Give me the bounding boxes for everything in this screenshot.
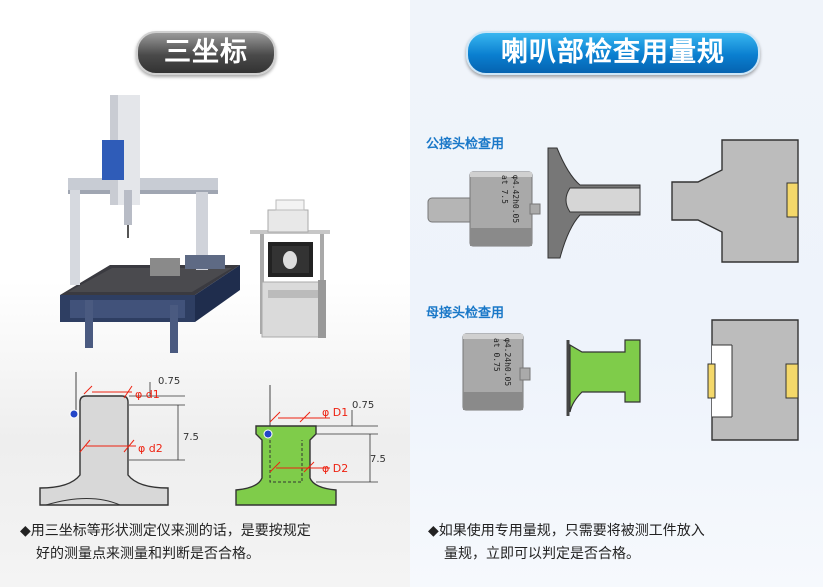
diagram-a-top-dim: 0.75 bbox=[158, 376, 180, 387]
diagram-a-height-dim: 7.5 bbox=[183, 432, 199, 443]
female-part-cross-section bbox=[566, 339, 641, 416]
right-panel bbox=[410, 0, 823, 587]
female-gauge-image bbox=[462, 333, 531, 411]
male-gauge-engraving: φ4.42h0.05 at 7.5 bbox=[500, 175, 520, 224]
female-gauge-cross-section bbox=[707, 319, 799, 441]
right-caption-line2: 量规，立即可以判定是否合格。 bbox=[444, 546, 640, 562]
diagram-b-height-dim: 7.5 bbox=[370, 454, 386, 465]
diagram-a-d1-label: φ d1 bbox=[135, 388, 160, 401]
diagram-b-d1-label: φ D1 bbox=[322, 406, 348, 419]
cmm-machine-image bbox=[60, 95, 330, 353]
cmm-title-badge: 三坐标 bbox=[136, 31, 276, 75]
measurement-diagram-male bbox=[39, 372, 185, 506]
left-caption-line1: ◆用三坐标等形状测定仪来测的话，是要按规定 bbox=[20, 523, 311, 539]
gauge-title-badge: 喇叭部检查用量规 bbox=[466, 31, 760, 75]
diagram-b-top-dim: 0.75 bbox=[352, 400, 374, 411]
male-gauge-cross-section bbox=[671, 139, 799, 263]
right-caption-line1: ◆如果使用专用量规，只需要将被测工件放入 bbox=[428, 523, 705, 539]
left-caption-line2: 好的测量点来测量和判断是否合格。 bbox=[36, 546, 260, 562]
female-gauge-engraving: φ4.24h0.05 at 0.75 bbox=[492, 338, 512, 387]
diagram-a-d2-label: φ d2 bbox=[138, 442, 163, 455]
right-caption: ◆如果使用专用量规，只需要将被测工件放入 量规，立即可以判定是否合格。 bbox=[428, 520, 813, 566]
left-caption: ◆用三坐标等形状测定仪来测的话，是要按规定 好的测量点来测量和判断是否合格。 bbox=[20, 520, 405, 566]
female-gauge-label: 母接头检查用 bbox=[426, 306, 505, 321]
diagram-b-d2-label: φ D2 bbox=[322, 462, 348, 475]
male-gauge-label: 公接头检查用 bbox=[426, 137, 505, 152]
male-part-cross-section bbox=[547, 147, 641, 259]
male-gauge-image bbox=[427, 171, 541, 247]
measurement-diagram-female bbox=[235, 385, 378, 506]
